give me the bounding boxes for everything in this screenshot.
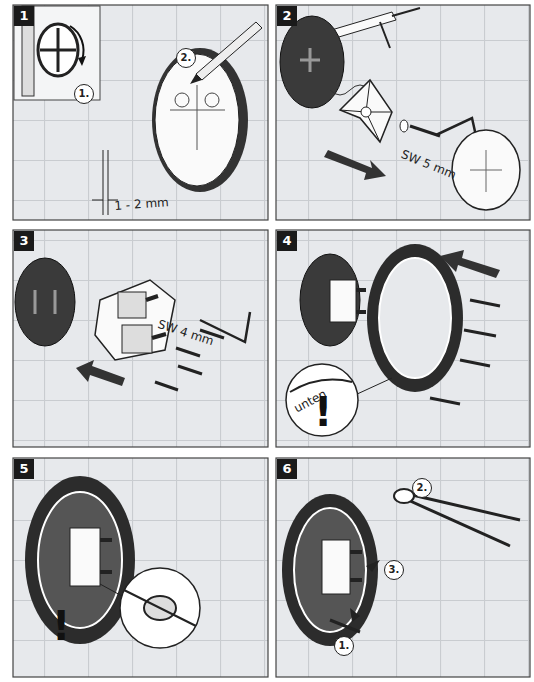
ring-inner (379, 258, 451, 378)
disc (452, 130, 520, 210)
screw (410, 126, 440, 136)
plate (15, 258, 75, 346)
direction-arrow (350, 608, 360, 622)
step-number: 4 (277, 231, 297, 251)
spindles (100, 540, 112, 572)
panel-frames (13, 5, 530, 677)
step-number: 2 (277, 6, 297, 26)
valve-body (322, 540, 350, 594)
panel (276, 5, 530, 220)
cover-disc (452, 130, 520, 210)
plate-rim (152, 48, 248, 192)
cartridge (118, 292, 146, 318)
direction-arrow (324, 150, 386, 180)
dimension-label: 1 - 2 mm (114, 196, 169, 212)
direction-arrow (76, 360, 125, 386)
hub (361, 107, 371, 117)
direction-arrow (366, 560, 380, 572)
leader-line (355, 378, 392, 395)
arrow-head (78, 56, 86, 66)
pencil-tip (190, 74, 202, 84)
spindles (350, 552, 362, 580)
cartridge (122, 325, 152, 353)
screws (430, 300, 500, 404)
valve-wheel (38, 24, 78, 76)
plate (300, 254, 360, 346)
assembly (300, 254, 366, 346)
washer (400, 120, 408, 132)
cover-plate (152, 48, 248, 192)
template-circle (175, 93, 189, 107)
callout-number: 1. (74, 84, 94, 104)
zoom-circle (120, 568, 200, 648)
callout-number: 3. (384, 560, 404, 580)
ring-outer (282, 494, 378, 646)
template-marks (170, 85, 225, 150)
valve-body (70, 528, 100, 586)
cross-holder (340, 80, 392, 142)
pliers-jaw (394, 489, 414, 503)
pliers-handles (408, 494, 520, 546)
plate-ribs (300, 48, 320, 72)
zoom-circle (286, 364, 358, 436)
ring-inner (294, 508, 366, 632)
ring-outer (25, 476, 135, 644)
pencil-body (196, 22, 262, 80)
panel (276, 230, 530, 447)
screw (330, 620, 360, 632)
step-number: 5 (14, 459, 34, 479)
spindles (356, 290, 366, 312)
valve-body (330, 280, 356, 322)
plate-ribs (35, 290, 55, 314)
panel (13, 230, 268, 447)
panel (13, 458, 268, 677)
gun-handle (380, 8, 420, 48)
ring-outer (367, 244, 463, 392)
callout-number: 2. (412, 478, 432, 498)
leader-line (100, 584, 122, 596)
zoom-detail (100, 568, 200, 648)
wheel-spokes (40, 28, 76, 72)
assembly (282, 494, 378, 646)
plate (280, 16, 344, 108)
pliers (394, 489, 520, 546)
disc-marks (470, 150, 502, 192)
holder-spokes (340, 80, 392, 142)
screws (155, 312, 250, 390)
step-number: 6 (277, 459, 297, 479)
panel (13, 5, 268, 220)
template-circle (205, 93, 219, 107)
assembly (25, 476, 135, 644)
warning-mark: ! (52, 606, 70, 646)
ring-inner (38, 492, 122, 628)
detail-edge (124, 590, 196, 626)
zoom-detail (286, 364, 392, 436)
holder-body (340, 80, 392, 142)
callout-number: 1. (334, 636, 354, 656)
pencil (190, 22, 262, 84)
callout-number: 2. (176, 48, 196, 68)
turn-arrow (70, 26, 84, 60)
ring (367, 244, 463, 392)
warning-mark: ! (314, 392, 332, 432)
step-number: 1 (14, 6, 34, 26)
back-plate (15, 258, 75, 346)
panel (276, 458, 530, 677)
screw (430, 300, 500, 404)
step-number: 3 (14, 231, 34, 251)
direction-arrow (440, 250, 500, 278)
